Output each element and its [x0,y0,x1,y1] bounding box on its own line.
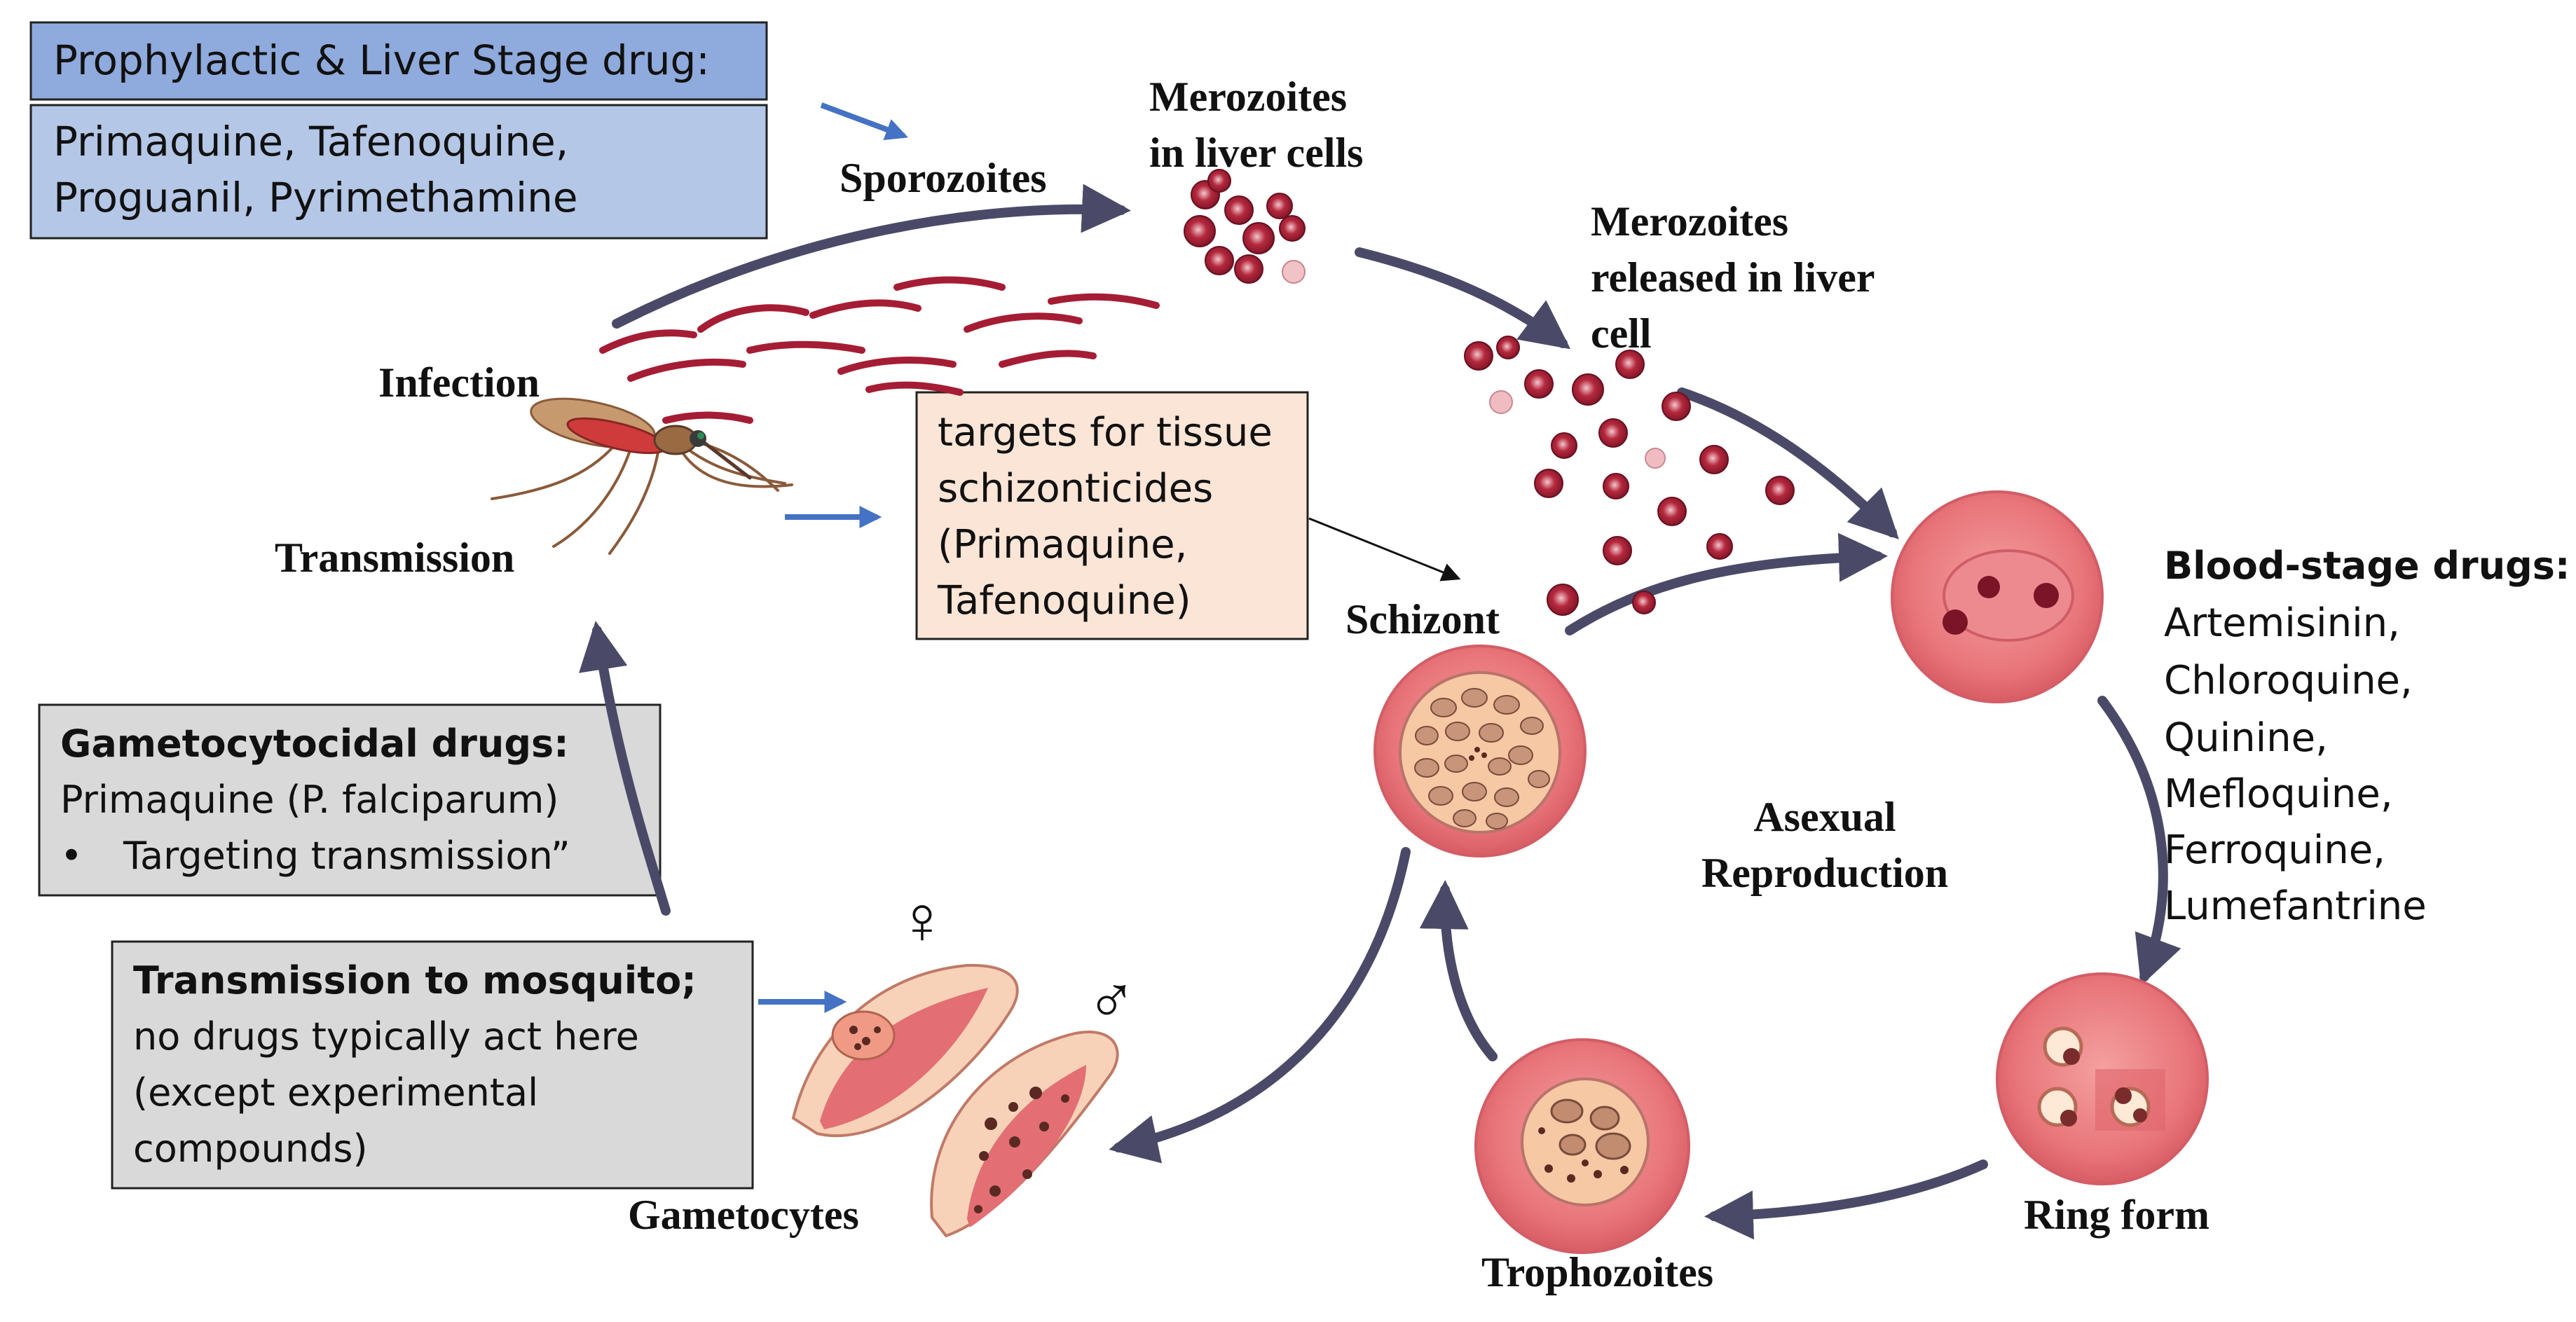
liver-merozoites [1184,169,1306,284]
mosquito-leg [685,447,786,485]
arrow-rbc-to-ring [2097,696,2181,986]
arrow-released-to-rbc [1677,387,1899,539]
label-schizont: Schizont [1345,596,1500,642]
blood-drug-1: Artemisinin, [2164,600,2400,646]
mosquito-leg [608,447,660,555]
mosquito-head [690,430,706,447]
mosquito-line-3: compounds) [133,1127,368,1171]
label-ring-form: Ring form [2024,1192,2210,1238]
mosquito-proboscis [699,438,752,480]
arrow-gametocytes-to-transmission [579,621,671,916]
mosquito-transmission-box: Transmission to mosquito; no drugs typic… [111,940,754,1190]
tissue-line-1: targets for tissue [938,410,1273,455]
gametocytocidal-box-bg [38,703,662,897]
label-trophozoites: Trophozoites [1481,1249,1713,1295]
mosquito-eye [697,432,704,439]
gametocytocidal-drug-box: Gametocytocidal drugs: Primaquine (P. fa… [38,703,662,897]
gametocytocidal-line-2: Targeting transmission” [123,834,570,878]
infected-red-blood-cell [1891,490,2104,703]
arrow-ring-to-trophozoites [1704,1159,1988,1240]
arrow-liver-to-released [1355,247,1571,350]
prophylactic-drug-box: Prophylactic & Liver Stage drug: Primaqu… [29,21,768,240]
blood-stage-title: Blood-stage drugs: [2164,544,2570,588]
prophylactic-line-2: Proguanil, Pyrimethamine [53,174,578,221]
tissue-line-2: schizonticides [938,466,1213,511]
mosquito-leg [552,447,632,548]
label-sporozoites: Sporozoites [840,155,1047,201]
label-merozoites-released-1: Merozoites [1591,198,1788,245]
trophozoite-cell [1474,1038,1690,1254]
arrow-schizont-to-gametocytes [1109,847,1411,1164]
mosquito-line-2: (except experimental [133,1070,538,1115]
female-gametocyte [791,963,1019,1138]
label-merozoites-liver-1: Merozoites [1149,74,1347,120]
male-symbol: ♂ [1086,963,1137,1038]
blood-drug-2: Chloroquine, [2164,658,2413,703]
mosquito-line-1: no drugs typically act here [133,1014,639,1059]
blue-arrows [758,102,908,1013]
released-merozoites-pale [1489,390,1666,469]
prophylactic-line-1: Primaquine, Tafenoquine, [53,118,568,165]
blood-stage-drugs: Blood-stage drugs: Artemisinin, Chloroqu… [2164,544,2570,929]
prophylactic-body-bg [29,104,768,240]
cycle-arrows [579,184,2181,1240]
label-infection: Infection [378,359,540,406]
sporozoite-worms [599,276,1160,424]
male-gametocyte [930,1031,1119,1238]
stage-labels: Sporozoites Merozoites in liver cells Me… [275,74,2210,1295]
prophylactic-title: Prophylactic & Liver Stage drug: [53,36,710,84]
female-symbol: ♀ [897,883,947,958]
label-asexual-2: Reproduction [1701,850,1948,896]
label-gametocytes: Gametocytes [628,1192,859,1238]
pointer-line-tissue-to-schizont [1308,517,1461,581]
blood-drug-4: Mefloquine, [2164,771,2393,817]
released-merozoites [1464,336,1795,616]
arrow-schizont-to-rbc [1565,532,1888,635]
label-merozoites-liver-2: in liver cells [1149,130,1364,176]
label-merozoites-released-3: cell [1591,310,1652,357]
tissue-line-3: (Primaquine, [938,522,1187,567]
mosquito-title: Transmission to mosquito; [133,958,697,1003]
mosquito-illustration [491,397,793,555]
mosquito-leg [491,441,618,500]
label-transmission: Transmission [275,535,514,581]
mosquito-box-bg [111,940,754,1190]
blood-drug-5: Ferroquine, [2164,827,2385,873]
blue-arrow-prophylactic [820,102,908,141]
label-asexual-1: Asexual [1753,794,1896,840]
label-merozoites-released-2: released in liver [1591,254,1875,301]
arrow-sporozoites-to-liver [612,184,1131,329]
schizont-cell [1373,645,1587,858]
tissue-box-bg [915,391,1309,640]
tissue-line-4: Tafenoquine) [937,578,1191,624]
gametocytocidal-bullet: • [60,834,83,878]
tissue-schizonticide-box: targets for tissue schizonticides (Prima… [915,391,1309,640]
arrow-trophozoites-to-schizont [1419,880,1498,1061]
blood-drug-6: Lumefantrine [2164,883,2427,929]
blood-drug-3: Quinine, [2164,715,2328,761]
gametocytocidal-title: Gametocytocidal drugs: [60,722,569,766]
gametocytocidal-line-1: Primaquine (P. falciparum) [60,778,559,822]
prophylactic-title-bg [29,21,768,101]
ring-form-cell [1996,972,2209,1185]
